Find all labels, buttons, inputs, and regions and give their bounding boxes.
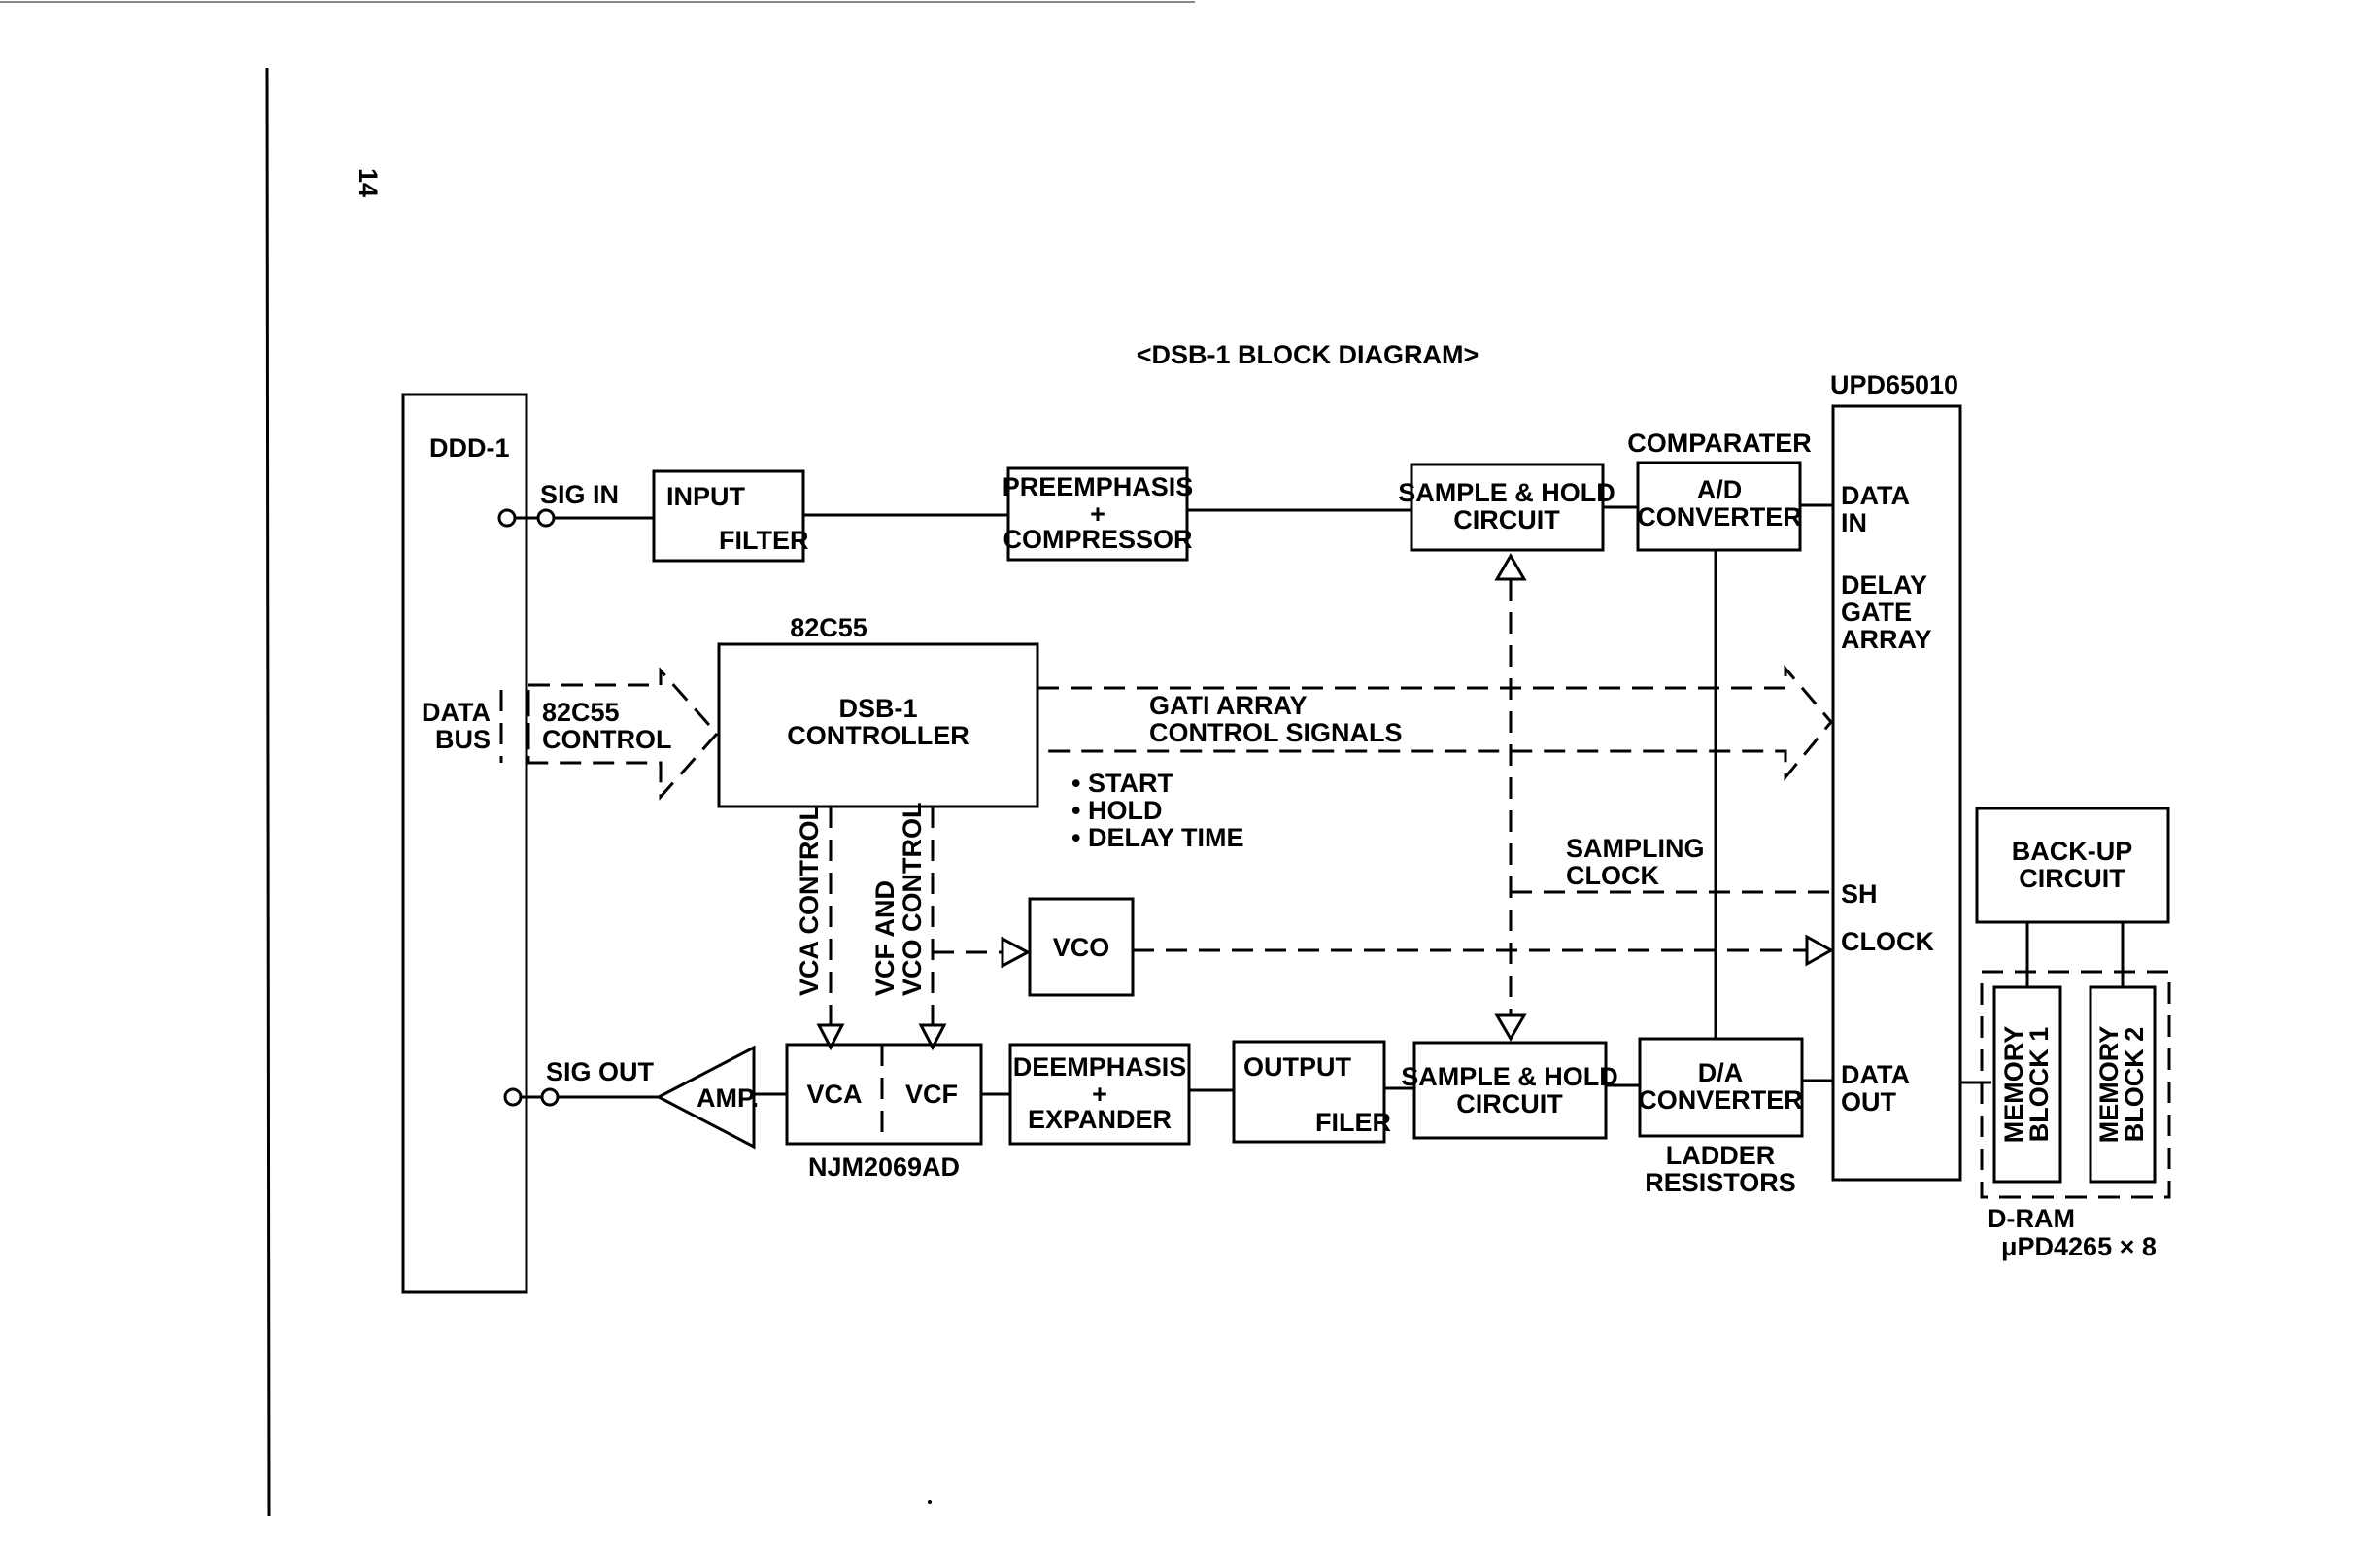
- memory-block-2-box: [2089, 985, 2157, 1184]
- delay-gate-array-line3: ARRAY: [1841, 625, 1932, 654]
- upd65010-box: [1831, 404, 1962, 1182]
- vcf-control-arrowhead: [918, 1023, 947, 1051]
- sample-hold-bottom-line2: CIRCUIT: [1456, 1089, 1563, 1118]
- ladder-line2: RESISTORS: [1645, 1168, 1796, 1197]
- dram-line2: μPD4265 × 8: [2001, 1232, 2157, 1261]
- ad-converter-line1: A/D: [1697, 475, 1743, 504]
- preemphasis-line2: +: [1090, 499, 1105, 529]
- scan-dot: [928, 1500, 932, 1504]
- preemphasis-line1: PREEMPHASIS: [1003, 472, 1194, 501]
- gate-array-control-arrow: [1037, 664, 1833, 782]
- data-bus-line1: DATA: [422, 698, 491, 727]
- da-converter-line2: CONVERTER: [1638, 1085, 1803, 1115]
- sampling-clock-line2: CLOCK: [1566, 861, 1659, 890]
- sample-hold-top-line1: SAMPLE & HOLD: [1398, 478, 1615, 507]
- amp-label: AMP.: [697, 1083, 759, 1113]
- sampling-clock-up-arrowhead: [1494, 553, 1527, 581]
- sample-hold-bottom-box: [1412, 1041, 1608, 1140]
- deemphasis-box: [1008, 1043, 1191, 1146]
- output-filter-line1: OUTPUT: [1243, 1052, 1352, 1082]
- gate-array-signals-line1: GATI ARRAY: [1149, 691, 1308, 720]
- data-in-line1: DATA: [1841, 481, 1910, 510]
- da-converter-box: [1638, 1037, 1804, 1138]
- controller-line1: DSB-1: [838, 694, 917, 723]
- memory2-line2: BLOCK 2: [2120, 1027, 2149, 1143]
- ddd1-box: [401, 393, 528, 1294]
- vco-clock-arrowhead: [1805, 934, 1835, 967]
- output-filter-line2: FILER: [1315, 1108, 1391, 1137]
- vca-label: VCA: [806, 1080, 862, 1109]
- amp-triangle: [655, 1045, 756, 1150]
- controller-signal-hold: • HOLD: [1071, 796, 1162, 825]
- sig-in-label: SIG IN: [540, 480, 619, 509]
- input-filter-line1: INPUT: [666, 482, 746, 511]
- deemphasis-line3: EXPANDER: [1028, 1105, 1172, 1134]
- comparater-label: COMPARATER: [1627, 429, 1812, 458]
- sig-in-terminal-inner: [536, 508, 556, 528]
- sig-out-label: SIG OUT: [546, 1057, 655, 1086]
- vco-box: [1028, 897, 1135, 997]
- gate-array-signals-line2: CONTROL SIGNALS: [1149, 718, 1403, 747]
- sig-out-terminal-inner: [540, 1087, 560, 1107]
- memory-block-1-box: [1992, 985, 2062, 1184]
- vcf-vco-control-line2: VCO CONTROL: [898, 803, 927, 997]
- controller-line2: CONTROLLER: [787, 721, 969, 750]
- backup-circuit-box: [1975, 807, 2170, 924]
- vca-control-label: VCA CONTROL: [795, 805, 824, 996]
- backup-line2: CIRCUIT: [2019, 864, 2125, 893]
- vcf-vco-control-line1: VCF AND: [870, 880, 900, 996]
- output-filter-box: [1232, 1040, 1386, 1144]
- 82c55-control-line1: 82C55: [542, 698, 620, 727]
- scan-binding-line: [265, 67, 271, 1517]
- controller-signal-delay: • DELAY TIME: [1071, 823, 1244, 852]
- preemphasis-box: [1006, 466, 1189, 562]
- sig-out-terminal-outer: [503, 1087, 523, 1107]
- memory1-line2: BLOCK 1: [2024, 1027, 2054, 1143]
- dram-line1: D-RAM: [1988, 1204, 2075, 1233]
- sh-label: SH: [1841, 879, 1878, 909]
- memory2-line1: MEMORY: [2094, 1026, 2124, 1144]
- data-bus-line2: BUS: [435, 725, 491, 754]
- delay-gate-array-line1: DELAY: [1841, 570, 1927, 600]
- page-number: 14: [354, 168, 383, 197]
- da-converter-line1: D/A: [1698, 1058, 1744, 1087]
- njm-label: NJM2069AD: [808, 1152, 960, 1182]
- deemphasis-line2: +: [1092, 1080, 1107, 1109]
- upd65010-label: UPD65010: [1830, 370, 1958, 399]
- data-in-line2: IN: [1841, 508, 1867, 537]
- vcf-label: VCF: [905, 1080, 958, 1109]
- dram-enclosure: [1980, 970, 2171, 1199]
- vco-label: VCO: [1053, 933, 1110, 962]
- clock-label: CLOCK: [1841, 927, 1934, 956]
- controller-signal-start: • START: [1071, 769, 1173, 798]
- vco-control-arrowhead: [1001, 936, 1032, 969]
- 82c55-control-arrow: [527, 667, 720, 801]
- sample-hold-bottom-line1: SAMPLE & HOLD: [1401, 1062, 1618, 1091]
- input-filter-line2: FILTER: [719, 526, 808, 555]
- controller-box: [717, 642, 1039, 808]
- ddd1-label: DDD-1: [429, 433, 510, 463]
- backup-line1: BACK-UP: [2012, 837, 2133, 866]
- vca-control-arrowhead: [816, 1023, 845, 1051]
- sample-hold-top-line2: CIRCUIT: [1453, 505, 1560, 534]
- memory1-line1: MEMORY: [1999, 1026, 2028, 1144]
- ad-converter-line2: CONVERTER: [1637, 502, 1802, 532]
- data-out-line2: OUT: [1841, 1087, 1897, 1117]
- data-out-line1: DATA: [1841, 1060, 1910, 1089]
- preemphasis-line3: COMPRESSOR: [1003, 525, 1192, 554]
- delay-gate-array-line2: GATE: [1841, 598, 1912, 627]
- sampling-clock-down-arrowhead: [1494, 1013, 1527, 1042]
- ladder-line1: LADDER: [1666, 1141, 1776, 1170]
- 82c55-control-line2: CONTROL: [542, 725, 671, 754]
- sampling-clock-line1: SAMPLING: [1566, 834, 1705, 863]
- diagram-title: <DSB-1 BLOCK DIAGRAM>: [1137, 340, 1479, 369]
- sig-in-terminal-outer: [497, 508, 517, 528]
- deemphasis-line1: DEEMPHASIS: [1013, 1052, 1187, 1082]
- controller-chip-label: 82C55: [790, 613, 867, 642]
